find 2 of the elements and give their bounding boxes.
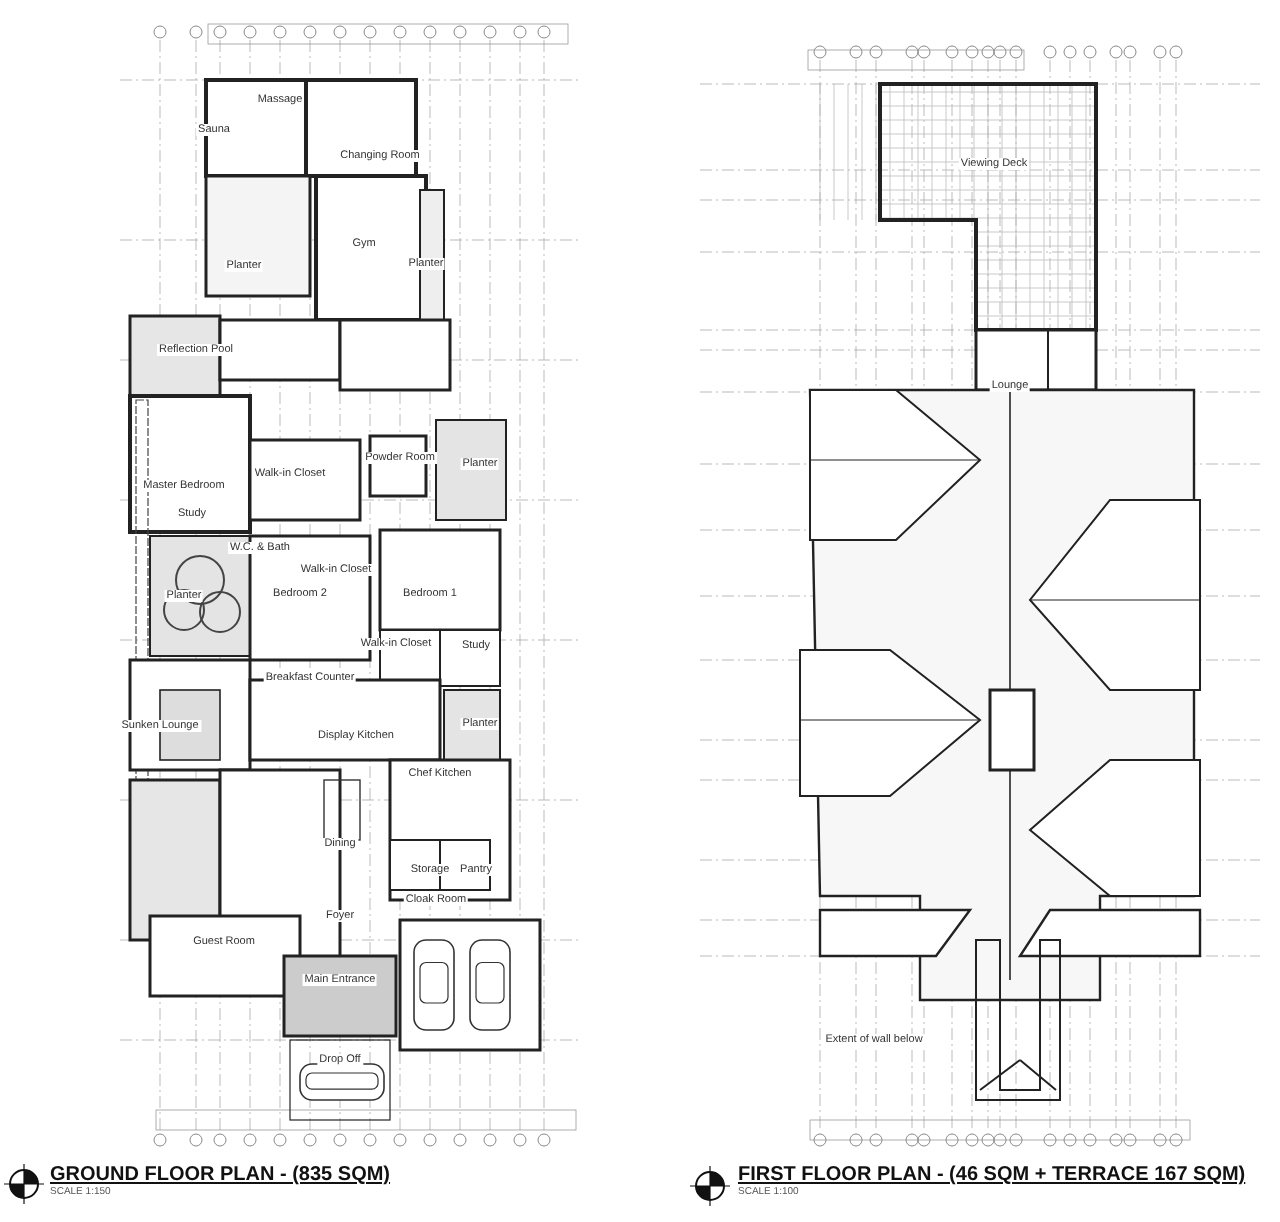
plan-title: GROUND FLOOR PLAN - (835 SQM) xyxy=(50,1164,391,1186)
plan-title: FIRST FLOOR PLAN - (46 SQM + TERRACE 167 SQM) xyxy=(738,1164,1246,1186)
